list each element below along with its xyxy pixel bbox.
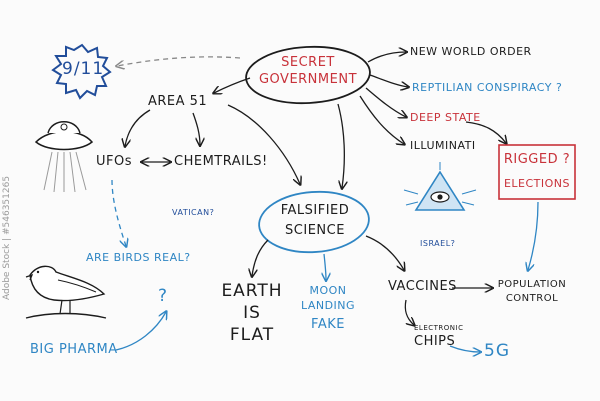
stock-id-watermark: Adobe Stock | #546351265 [2,175,12,300]
node-secret-government-line2: GOVERNMENT [258,72,358,87]
node-new-world-order: NEW WORLD ORDER [410,45,532,58]
link-gov-911 [117,56,241,66]
link-area51-ufos [125,109,151,146]
link-ufos-birds [111,179,126,246]
link-pharma-question [115,312,166,351]
link-gov-area51 [214,77,251,93]
node-population: POPULATION [497,279,567,290]
node-electronic: ELECTRONIC [414,324,464,332]
node-moon: MOON [309,284,347,297]
node-vatican: VATICAN? [172,208,215,217]
link-science-moon [324,253,326,280]
node-5g: 5G [484,341,510,361]
link-chips-5g [449,345,480,352]
node-big-pharma: BIG PHARMA [30,342,118,357]
node-earth: EARTH [221,281,283,301]
link-rigged-population [528,201,539,270]
illuminati-eye-drawing [403,162,477,211]
link-area51-science [227,104,300,184]
node-911: 9/11 [62,59,105,79]
node-rigged: RIGGED ? [503,152,571,167]
node-reptilian-conspiracy: REPTILIAN CONSPIRACY ? [412,81,563,94]
link-deepstate-rigged [465,121,506,143]
node-question-mark: ? [158,286,169,306]
node-secret-government-line1: SECRET [281,55,335,70]
rigged-elections-box [498,144,576,200]
link-gov-science [337,103,344,188]
node-control: CONTROL [505,293,559,304]
node-chemtrails: CHEMTRAILS! [174,154,268,169]
node-elections: ELECTIONS [503,177,571,190]
link-gov-deepstate [365,87,406,117]
node-illuminati: ILLUMINATI [410,139,476,152]
node-deep-state: DEEP STATE [410,111,481,124]
node-israel: ISRAEL? [420,239,456,248]
starburst-shape [51,43,112,100]
node-ufos: UFOs [96,154,132,169]
node-fake: FAKE [311,317,345,332]
node-landing: LANDING [300,299,356,312]
node-are-birds-real: ARE BIRDS REAL? [86,251,191,264]
node-falsified: FALSIFIED [280,203,350,218]
node-science: SCIENCE [285,223,345,238]
link-gov-illuminati [359,95,404,144]
node-flat: FLAT [229,325,275,345]
falsified-science-ellipse [258,190,370,254]
node-area51: AREA 51 [148,94,208,109]
secret-government-ellipse [245,45,371,105]
ufo-drawing [34,121,94,193]
link-area51-chemtrails [192,112,200,145]
node-vaccines: VACCINES [388,279,457,294]
link-science-earth [252,239,269,276]
link-vaccines-chips [404,299,414,325]
link-gov-nwo [367,52,406,63]
link-gov-reptilian [369,74,408,87]
link-science-vaccines [365,235,404,270]
node-is: IS [243,303,261,323]
bird-drawing [25,265,107,319]
node-chips: CHIPS [414,334,456,349]
